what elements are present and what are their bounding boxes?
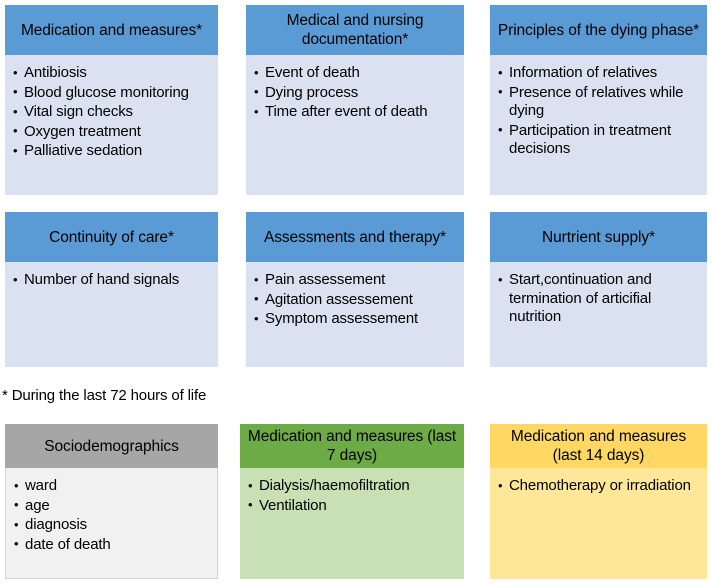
card-medication-and-measures: Medication and measures* Antibiosis Bloo…	[5, 5, 218, 195]
card-assessments-and-therapy: Assessments and therapy* Pain assessemen…	[246, 212, 464, 367]
list-item: diagnosis	[14, 516, 211, 535]
footnote: * During the last 72 hours of life	[2, 387, 207, 404]
list-item: Pain assessement	[254, 271, 458, 290]
list-item: age	[14, 496, 211, 516]
card-header: Continuity of care*	[5, 212, 218, 262]
card-body: Chemotherapy or irradiation	[490, 468, 707, 579]
card-medication-last-14-days: Medication and measures (last 14 days) C…	[490, 424, 707, 579]
list-item: Vital sign checks	[13, 103, 212, 122]
list-item: Ventilation	[248, 496, 458, 516]
card-header: Medication and measures (last 14 days)	[490, 424, 707, 468]
card-item-list: Chemotherapy or irradiation	[498, 477, 701, 496]
list-item: Antibiosis	[13, 64, 212, 83]
card-header: Medical and nursing documentation*	[246, 5, 464, 55]
list-item: Participation in treatment decisions	[498, 121, 701, 159]
card-sociodemographics: Sociodemographics ward age diagnosis dat…	[5, 424, 218, 579]
card-body: Information of relatives Presence of rel…	[490, 55, 707, 195]
list-item: Oxygen treatment	[13, 122, 212, 142]
list-item: Dying process	[254, 83, 458, 103]
card-nutrient-supply: Nurtrient supply* Start,continuation and…	[490, 212, 707, 367]
card-item-list: Number of hand signals	[13, 271, 212, 290]
list-item: Time after event of death	[254, 103, 458, 122]
list-item: Start,continuation and termination of ar…	[498, 271, 701, 327]
card-medical-and-nursing-documentation: Medical and nursing documentation* Event…	[246, 5, 464, 195]
card-body: ward age diagnosis date of death	[5, 468, 218, 579]
card-body: Start,continuation and termination of ar…	[490, 262, 707, 367]
card-header: Medication and measures*	[5, 5, 218, 55]
card-item-list: Information of relatives Presence of rel…	[498, 64, 701, 159]
list-item: Chemotherapy or irradiation	[498, 477, 701, 496]
list-item: Dialysis/haemofiltration	[248, 477, 458, 496]
list-item: ward	[14, 477, 211, 496]
list-item: Event of death	[254, 64, 458, 83]
list-item: Symptom assessement	[254, 310, 458, 329]
list-item: Blood glucose monitoring	[13, 83, 212, 103]
card-body: Event of death Dying process Time after …	[246, 55, 464, 195]
card-item-list: Event of death Dying process Time after …	[254, 64, 458, 122]
list-item: Number of hand signals	[13, 271, 212, 290]
list-item: date of death	[14, 535, 211, 555]
list-item: Presence of relatives while dying	[498, 83, 701, 121]
card-item-list: Antibiosis Blood glucose monitoring Vita…	[13, 64, 212, 161]
card-item-list: Start,continuation and termination of ar…	[498, 271, 701, 327]
card-header: Nurtrient supply*	[490, 212, 707, 262]
card-body: Dialysis/haemofiltration Ventilation	[240, 468, 464, 579]
list-item: Information of relatives	[498, 64, 701, 83]
card-header: Principles of the dying phase*	[490, 5, 707, 55]
card-item-list: Pain assessement Agitation assessement S…	[254, 271, 458, 329]
card-body: Pain assessement Agitation assessement S…	[246, 262, 464, 367]
list-item: Palliative sedation	[13, 142, 212, 161]
card-principles-of-the-dying-phase: Principles of the dying phase* Informati…	[490, 5, 707, 195]
card-header: Medication and measures (last 7 days)	[240, 424, 464, 468]
card-medication-last-7-days: Medication and measures (last 7 days) Di…	[240, 424, 464, 579]
card-body: Number of hand signals	[5, 262, 218, 367]
card-body: Antibiosis Blood glucose monitoring Vita…	[5, 55, 218, 195]
card-item-list: Dialysis/haemofiltration Ventilation	[248, 477, 458, 515]
card-item-list: ward age diagnosis date of death	[14, 477, 211, 554]
list-item: Agitation assessement	[254, 290, 458, 310]
card-header: Assessments and therapy*	[246, 212, 464, 262]
card-continuity-of-care: Continuity of care* Number of hand signa…	[5, 212, 218, 367]
card-header: Sociodemographics	[5, 424, 218, 468]
